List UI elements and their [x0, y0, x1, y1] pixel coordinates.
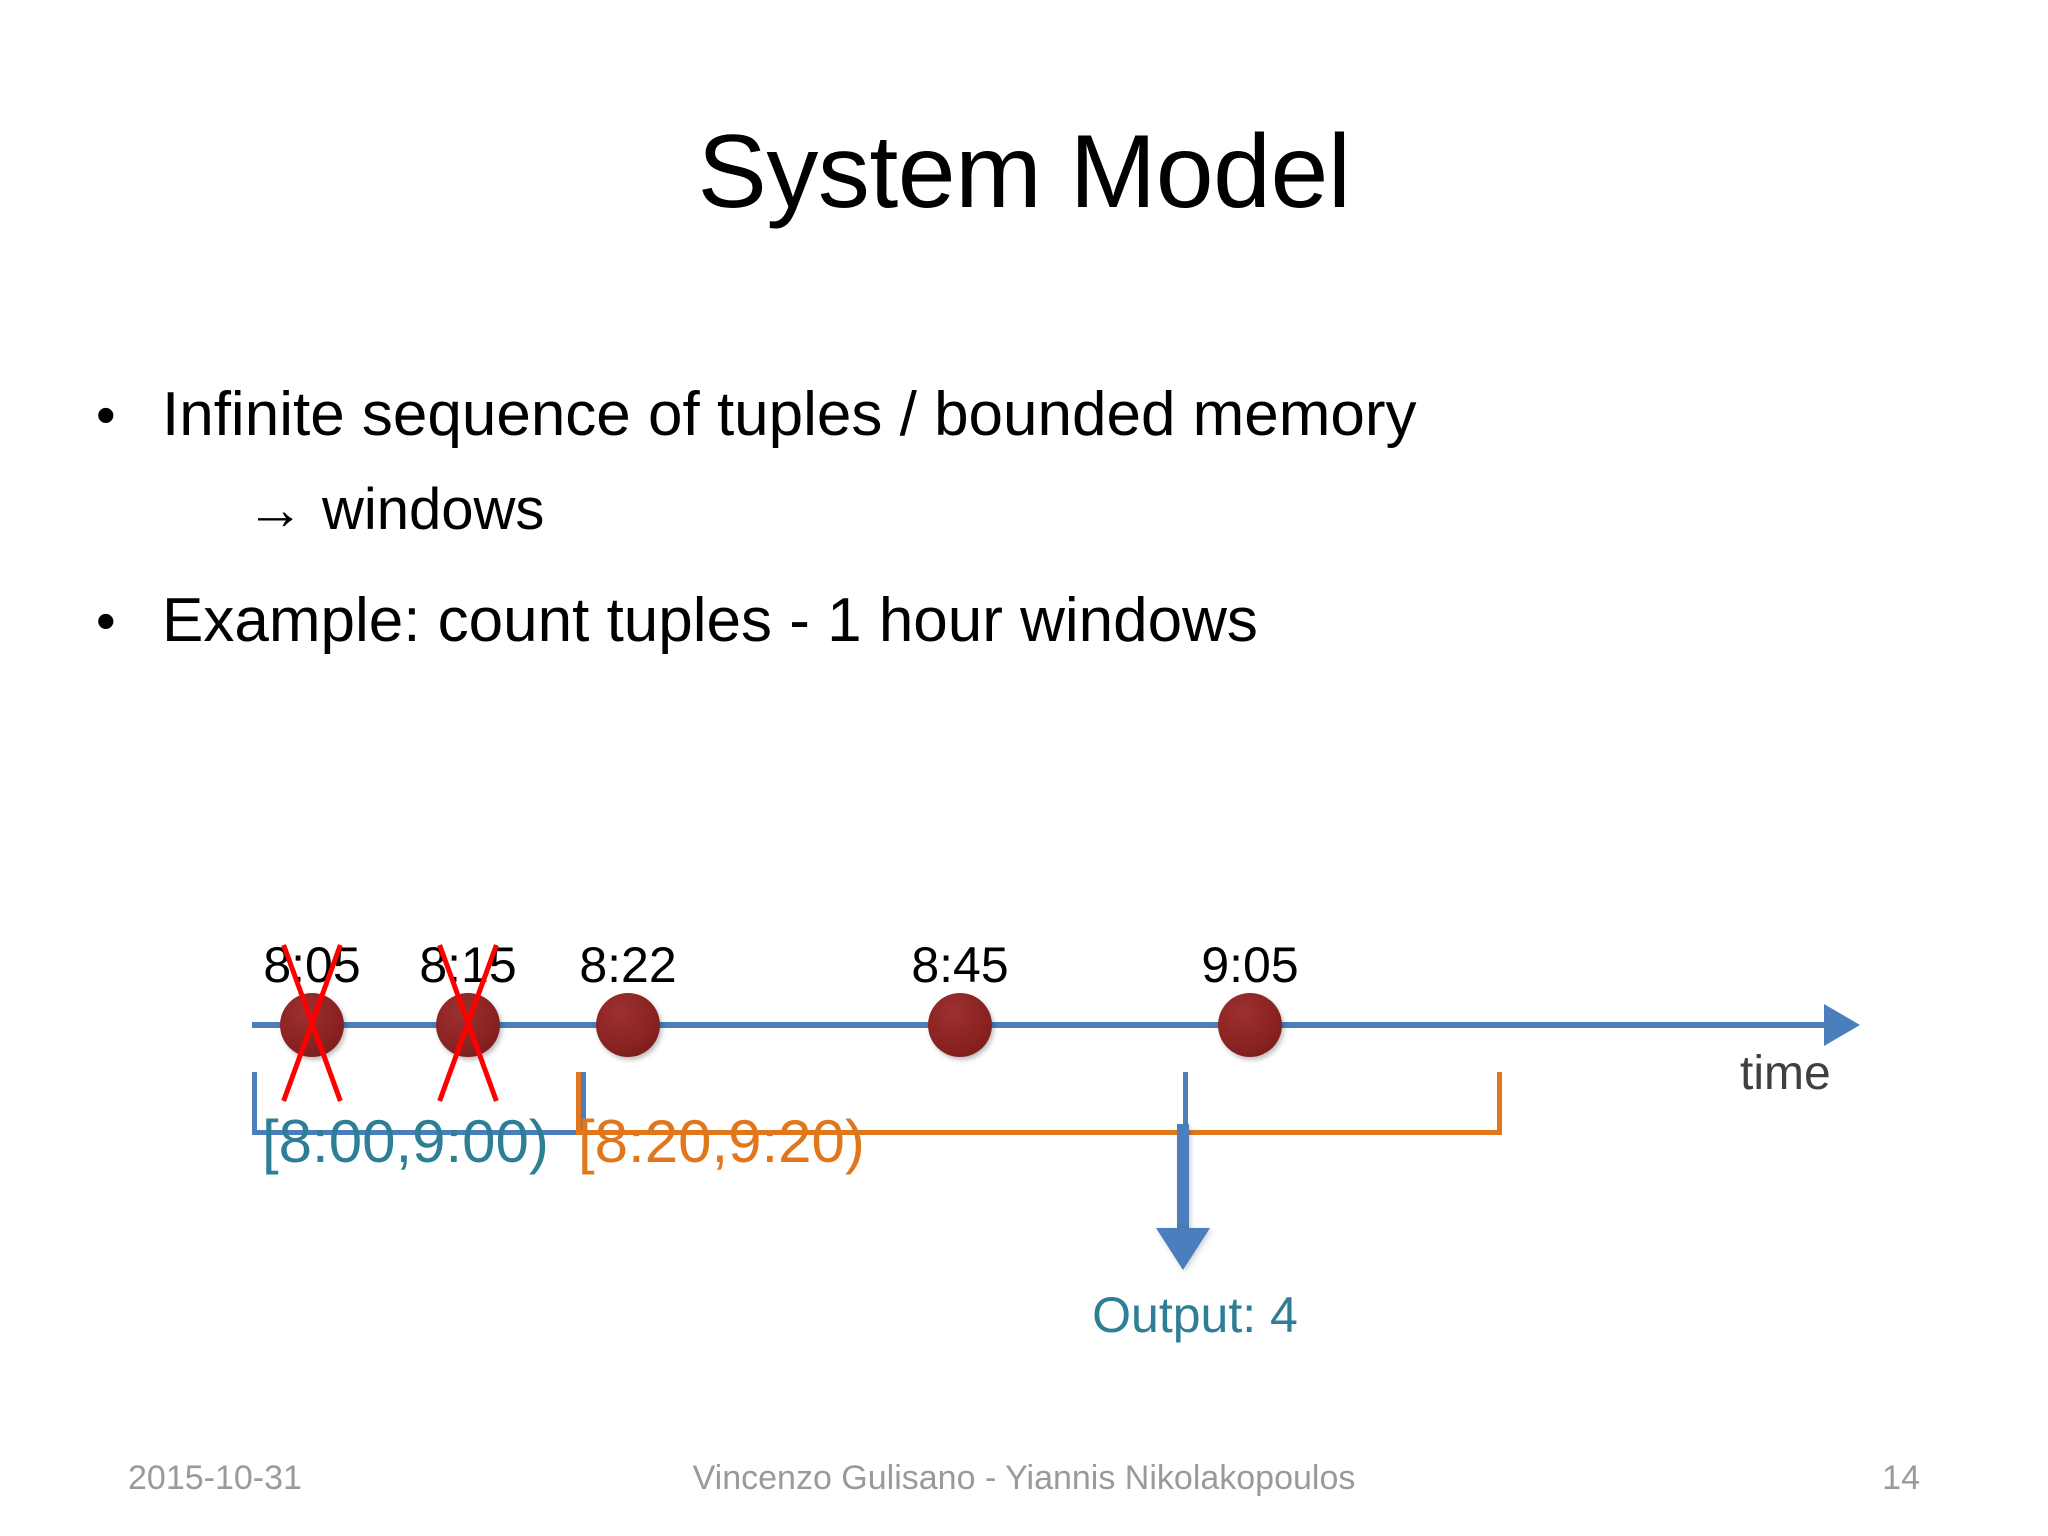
event-label-5: 9:05 — [1201, 937, 1299, 993]
list-item: • Infinite sequence of tuples / bounded … — [96, 372, 1976, 458]
event-label-3: 8:22 — [579, 937, 677, 993]
window-bracket-2 — [576, 1072, 1502, 1135]
footer-page-number: 14 — [1882, 1459, 1920, 1497]
bullet-point-icon: • — [96, 383, 116, 446]
right-arrow-icon: → — [246, 477, 304, 542]
sub-item-label: windows — [322, 477, 545, 542]
window-1-end-tick — [1183, 1072, 1188, 1130]
timeline-arrow-icon — [1824, 1004, 1860, 1046]
event-dot-4 — [928, 993, 992, 1057]
event-label-1: 8:05 — [263, 937, 361, 993]
list-item: • Example: count tuples - 1 hour windows — [96, 578, 1976, 664]
bullet-text-1: Infinite sequence of tuples / bounded me… — [162, 380, 1417, 449]
timeline-axis — [252, 1022, 1832, 1028]
event-dot-5 — [1218, 993, 1282, 1057]
window-label-1: [8:00,9:00) — [262, 1108, 549, 1175]
event-label-4: 8:45 — [911, 937, 1009, 993]
bullet-point-icon: • — [96, 589, 116, 652]
event-dot-3 — [596, 993, 660, 1057]
event-label-2: 8:15 — [419, 937, 517, 993]
axis-label-time: time — [1740, 1047, 1831, 1100]
slide-footer: 2015-10-31 Vincenzo Gulisano - Yiannis N… — [0, 1459, 2048, 1509]
output-label: Output: 4 — [1092, 1287, 1298, 1343]
bullet-text-2: Example: count tuples - 1 hour windows — [162, 586, 1258, 655]
output-arrow-head-icon — [1156, 1228, 1210, 1270]
footer-authors: Vincenzo Gulisano - Yiannis Nikolakopoul… — [692, 1459, 1356, 1497]
window-bracket-1 — [252, 1072, 586, 1135]
output-arrow-shaft — [1177, 1124, 1189, 1230]
page-title: System Model — [697, 114, 1351, 230]
sub-list-item: → windows — [246, 470, 1976, 550]
footer-date: 2015-10-31 — [128, 1459, 302, 1497]
bullet-list: • Infinite sequence of tuples / bounded … — [96, 372, 1976, 674]
window-label-2: [8:20,9:20) — [578, 1108, 865, 1175]
